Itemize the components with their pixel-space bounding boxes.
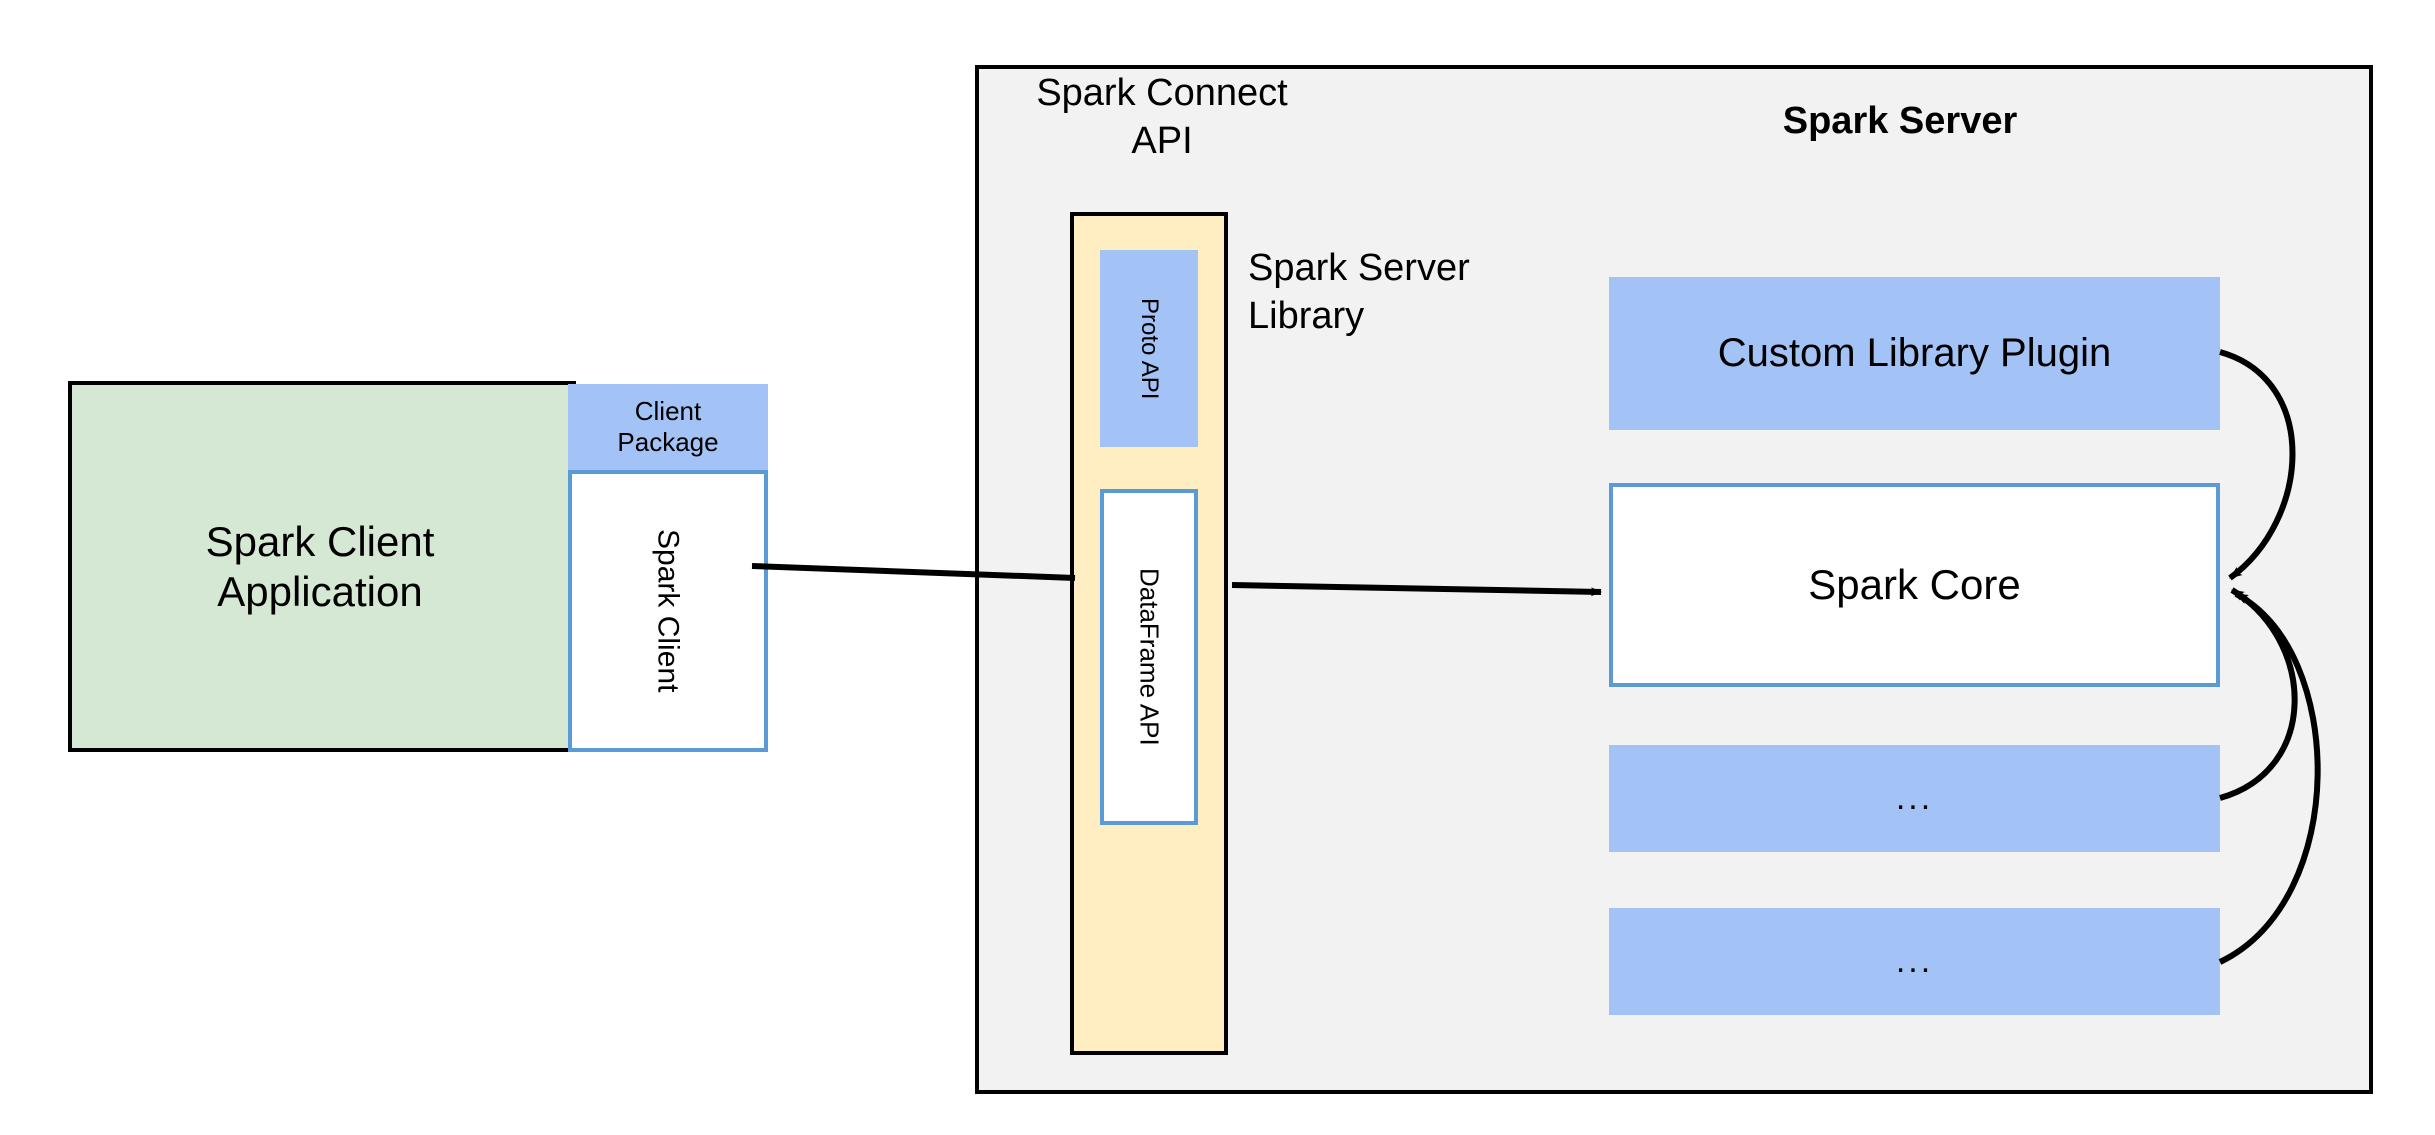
spark-core-box: Spark Core — [1609, 483, 2220, 687]
dataframe-api-box: DataFrame API — [1100, 489, 1198, 825]
spark-server-title: Spark Server — [1782, 100, 2018, 142]
spark-core-label: Spark Core — [1808, 561, 2021, 609]
spark-client-label: Spark Client — [651, 529, 685, 693]
proto-api-box: Proto API — [1100, 250, 1198, 447]
spark-client-box: Spark Client — [568, 470, 768, 752]
dataframe-api-label: DataFrame API — [1134, 568, 1165, 746]
ellipsis-box-2: ... — [1609, 908, 2220, 1015]
ellipsis-label-2: ... — [1895, 942, 1934, 981]
custom-library-plugin-box: Custom Library Plugin — [1609, 277, 2220, 430]
ellipsis-label-1: ... — [1895, 779, 1934, 818]
proto-api-label: Proto API — [1136, 297, 1164, 400]
custom-library-plugin-label: Custom Library Plugin — [1717, 330, 2112, 375]
ellipsis-box-1: ... — [1609, 745, 2220, 852]
